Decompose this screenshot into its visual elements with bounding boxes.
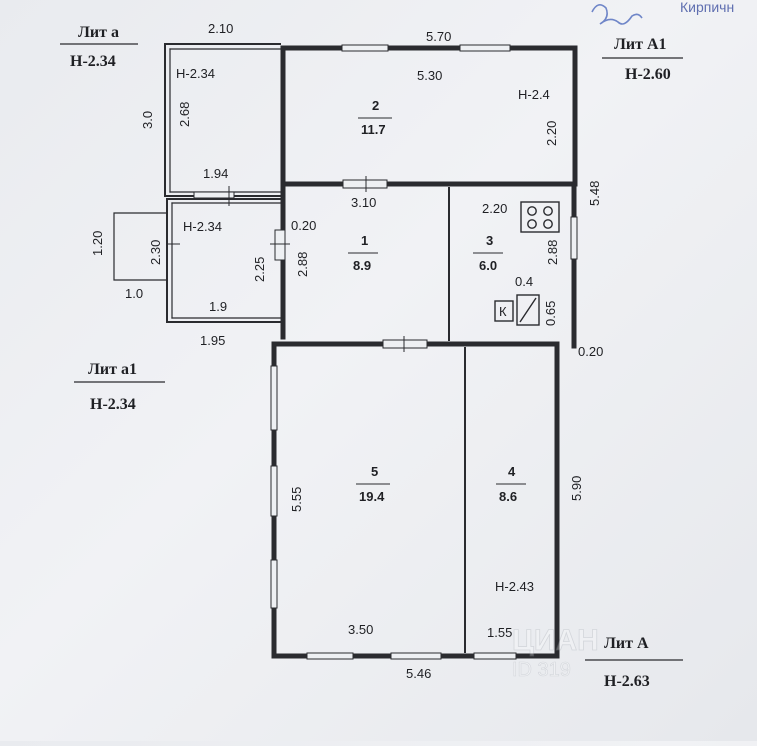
- svg-text:2: 2: [372, 98, 379, 113]
- lit-a-label: Лит а Н-2.34: [60, 24, 138, 70]
- room-2-label: 2 11.7 Н-2.4: [358, 87, 550, 137]
- svg-text:1: 1: [361, 233, 368, 248]
- dim-5-46: 5.46: [406, 666, 431, 681]
- dim-2-10: 2.10: [208, 21, 233, 36]
- window-top-room-2b: [459, 44, 511, 52]
- dim-2-20-r3: 2.20: [482, 201, 507, 216]
- dim-5-30: 5.30: [417, 68, 442, 83]
- svg-text:ЦИАН: ЦИАН: [512, 624, 599, 657]
- wall-porch-mid: [166, 198, 281, 323]
- dim-5-48: 5.48: [587, 181, 602, 206]
- window-bottom-5b: [390, 652, 442, 660]
- svg-text:4: 4: [508, 464, 516, 479]
- window-left-5c: [270, 559, 278, 609]
- dim-1-55: 1.55: [487, 625, 512, 640]
- lit-A-title: Лит А: [604, 635, 649, 652]
- dim-1-20: 1.20: [90, 231, 105, 256]
- svg-text:ID 319: ID 319: [512, 659, 571, 681]
- porch-mid-height: Н-2.34: [183, 219, 222, 234]
- lit-a1-left-height: Н-2.34: [90, 396, 136, 413]
- watermark: ЦИАН ID 319: [512, 624, 600, 682]
- svg-text:3: 3: [486, 233, 493, 248]
- room-1-label: 1 8.9: [348, 233, 378, 273]
- lit-a1-left-title: Лит а1: [88, 361, 137, 378]
- signature-mark: [591, 4, 643, 25]
- dim-2-68: 2.68: [177, 102, 192, 127]
- dim-0-65: 0.65: [543, 301, 558, 326]
- dim-0-20-b: 0.20: [578, 344, 603, 359]
- dim-2-88-r1: 2.88: [295, 252, 310, 277]
- room-3-label: 3 6.0: [473, 233, 503, 273]
- wall-step: [113, 212, 168, 281]
- svg-text:11.7: 11.7: [361, 122, 386, 137]
- svg-text:К: К: [499, 304, 507, 319]
- dim-0-4: 0.4: [515, 274, 533, 289]
- dim-2-88-r3: 2.88: [545, 240, 560, 265]
- water-heater-icon: [516, 294, 540, 326]
- lit-a1-top-height: Н-2.60: [625, 66, 671, 83]
- room-4-height: Н-2.43: [495, 579, 534, 594]
- svg-text:6.0: 6.0: [479, 258, 497, 273]
- svg-text:8.9: 8.9: [353, 258, 371, 273]
- lit-A-height: Н-2.63: [604, 673, 650, 690]
- window-left-5b: [270, 465, 278, 517]
- dimension-labels: 2.10 5.70 5.30 1.94 3.10 2.20 0.20 0.4 1…: [90, 21, 603, 681]
- dim-1-95: 1.95: [200, 333, 225, 348]
- dim-3-10: 3.10: [351, 195, 376, 210]
- door-room-1-5: [382, 339, 428, 349]
- stove-icon: [520, 201, 560, 233]
- dim-2-20-r2: 2.20: [544, 121, 559, 146]
- window-left-5a: [270, 365, 278, 431]
- dim-2-30: 2.30: [148, 240, 163, 265]
- window-bottom-5a: [306, 652, 354, 660]
- lit-a-title: Лит а: [78, 24, 119, 41]
- lit-a1-top-label: Лит А1 Н-2.60: [602, 36, 683, 83]
- dim-0-20-a: 0.20: [291, 218, 316, 233]
- openings: [166, 44, 578, 660]
- walls: [113, 43, 578, 659]
- dim-2-25: 2.25: [252, 257, 267, 282]
- window-room-3: [570, 216, 578, 260]
- dim-5-90: 5.90: [569, 476, 584, 501]
- boiler-icon: К: [494, 300, 514, 322]
- header-note: Кирпичн: [680, 0, 734, 15]
- svg-text:8.6: 8.6: [499, 489, 517, 504]
- door-room-2-1: [342, 179, 388, 189]
- door-porch-mid: [274, 229, 286, 261]
- room-4-label: 4 8.6 Н-2.43: [495, 464, 534, 594]
- room-2-height: Н-2.4: [518, 87, 550, 102]
- dim-3-50: 3.50: [348, 622, 373, 637]
- dim-1-94: 1.94: [203, 166, 228, 181]
- svg-text:5: 5: [371, 464, 378, 479]
- dim-1-9: 1.9: [209, 299, 227, 314]
- room-5-label: 5 19.4: [356, 464, 390, 504]
- lit-a-height: Н-2.34: [70, 53, 116, 70]
- lit-a1-top-title: Лит А1: [614, 36, 667, 53]
- dim-1-0: 1.0: [125, 286, 143, 301]
- window-top-room-2: [341, 44, 389, 52]
- dim-5-55: 5.55: [289, 487, 304, 512]
- lit-A-label: Лит А Н-2.63: [585, 635, 683, 690]
- door-porch-top: [193, 191, 235, 199]
- dim-5-70: 5.70: [426, 29, 451, 44]
- window-bottom-4: [473, 652, 517, 660]
- svg-text:19.4: 19.4: [359, 489, 385, 504]
- lit-a1-left-label: Лит а1 Н-2.34: [74, 361, 165, 413]
- dim-3-0: 3.0: [140, 111, 155, 129]
- porch-top-height: Н-2.34: [176, 66, 215, 81]
- wall-room-2: [280, 45, 578, 187]
